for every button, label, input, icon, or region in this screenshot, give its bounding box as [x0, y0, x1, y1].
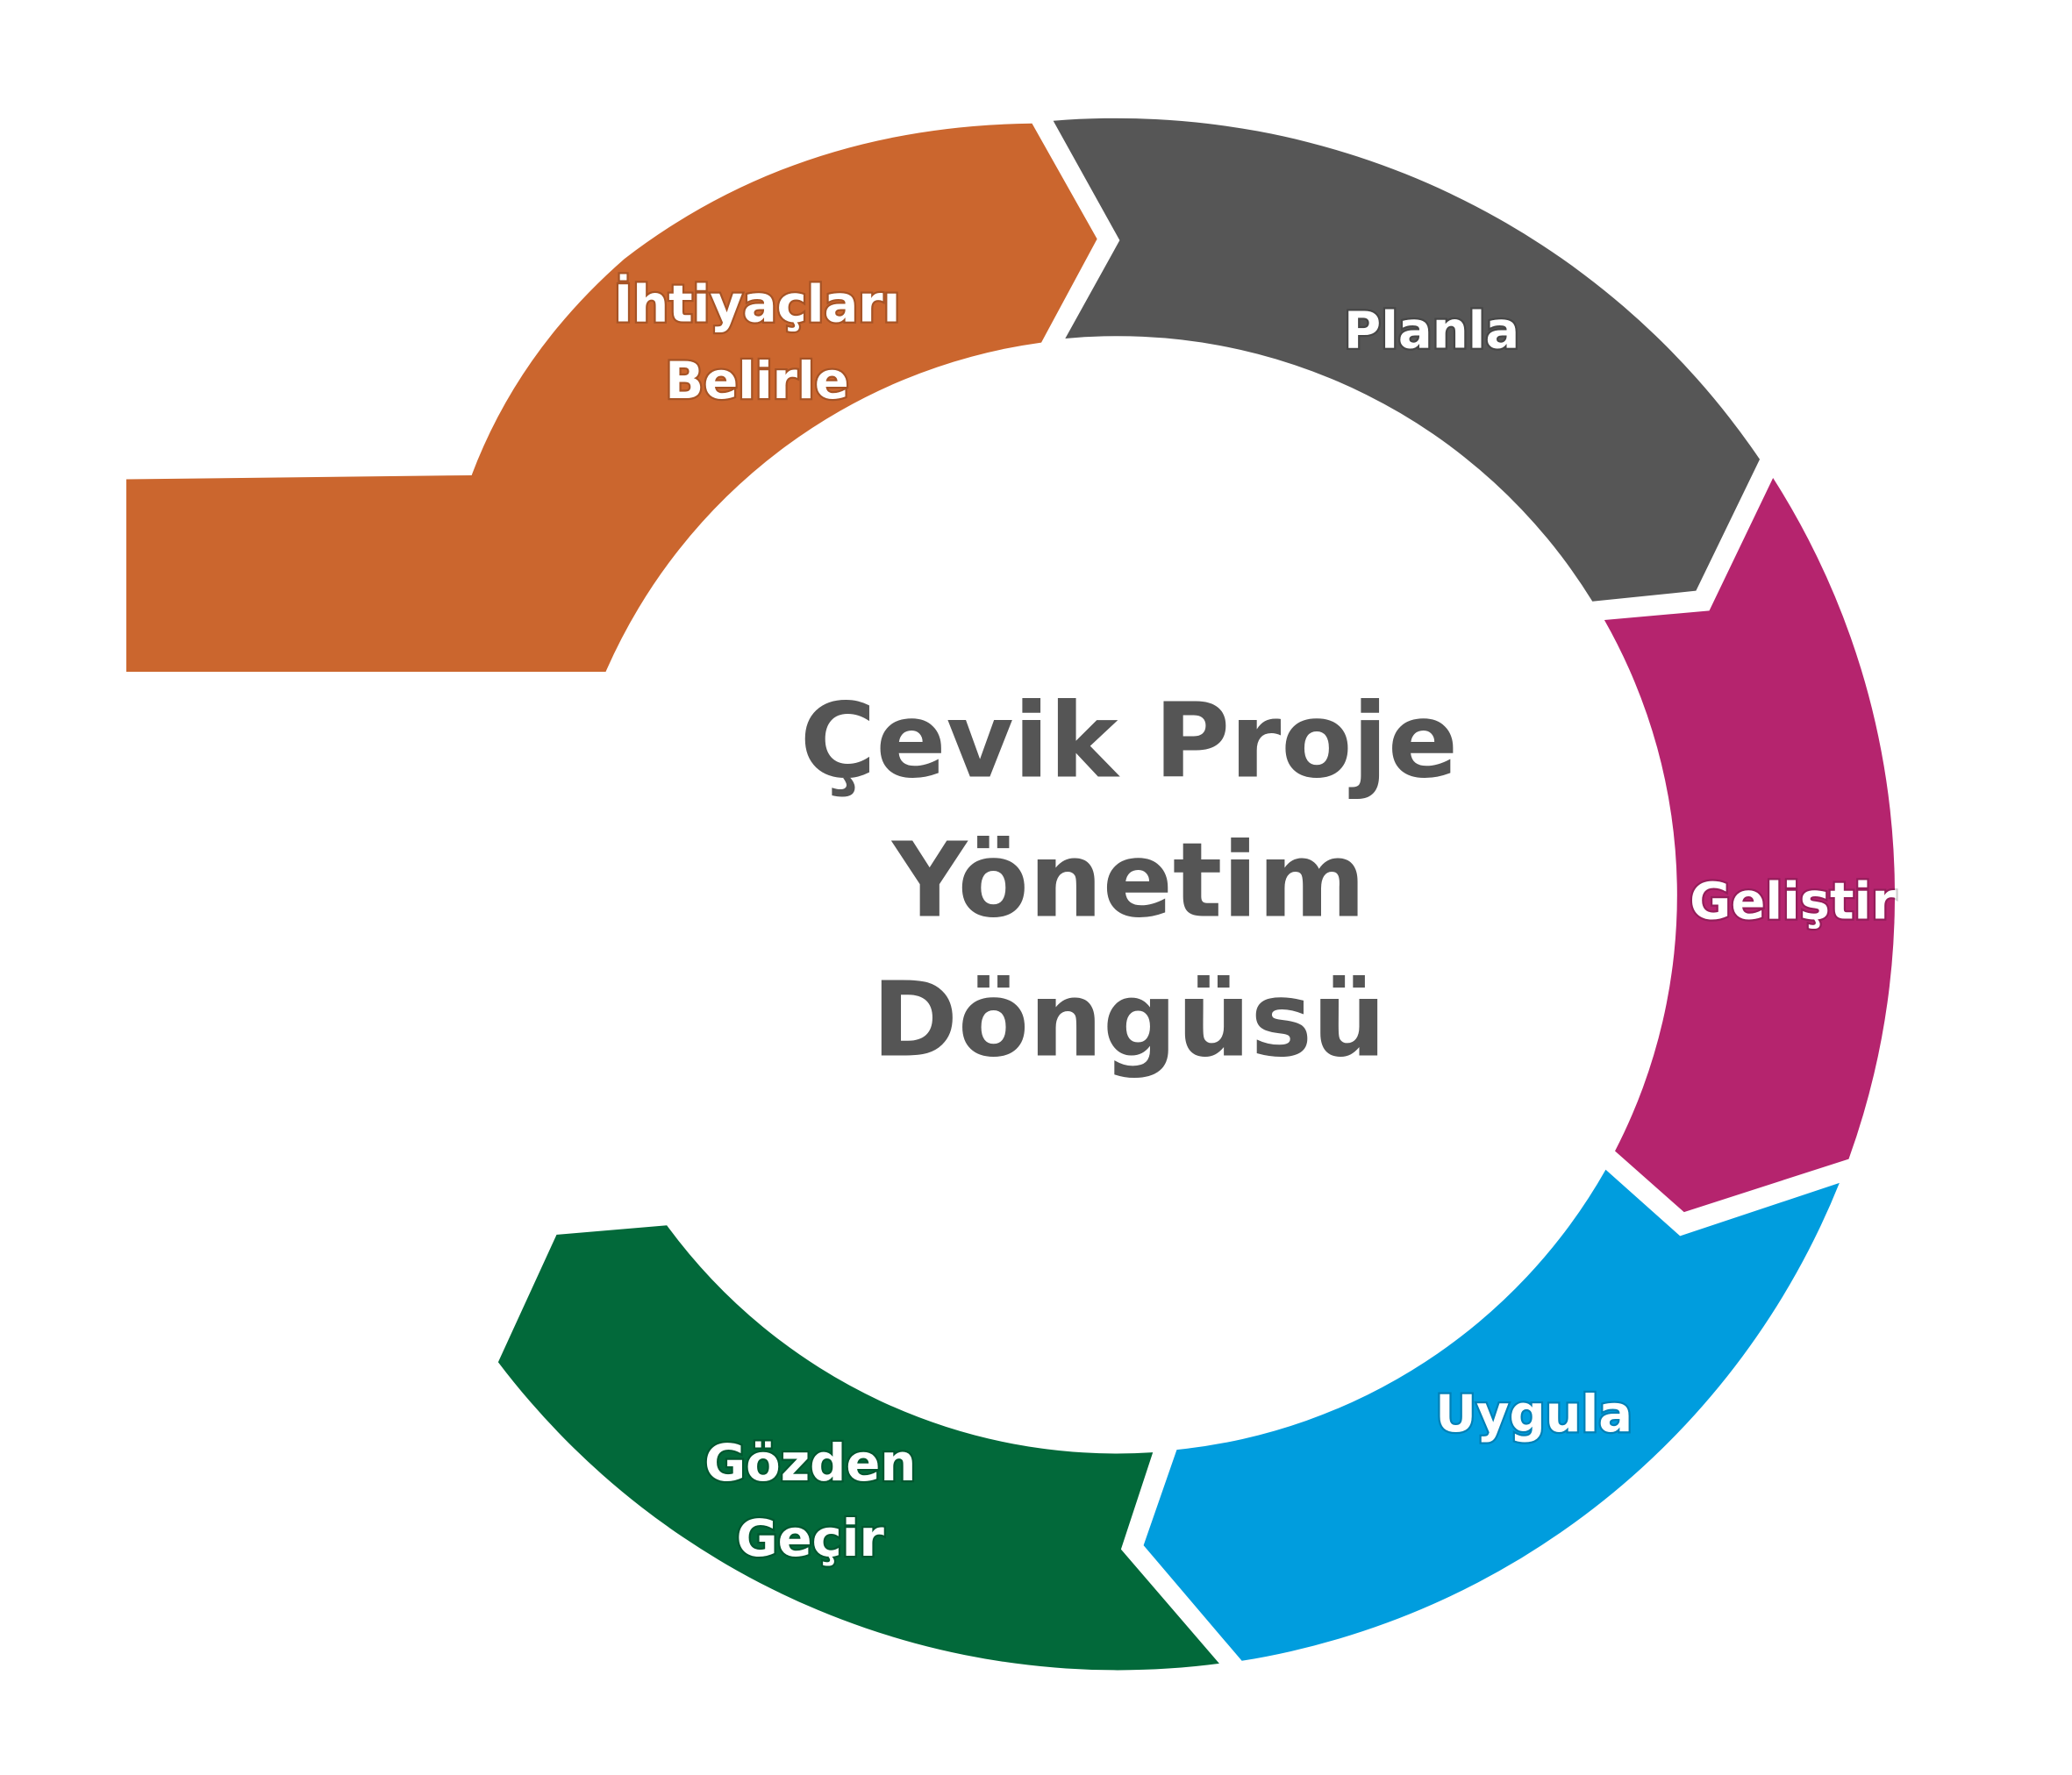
segment-gelistir — [1604, 477, 1896, 1213]
segment-gozden-gecir — [497, 1225, 1219, 1671]
segment-ihtiyaclari-belirle — [126, 123, 1097, 673]
center-title-line-2: Yönetim — [890, 820, 1366, 941]
label-ihtiyaclari: İhtiyaçları — [614, 274, 901, 333]
segment-planla — [1053, 118, 1761, 602]
label-uygula: Uygula — [1435, 1385, 1633, 1444]
center-title-line-3: Döngüsü — [872, 959, 1386, 1080]
label-gecir: Geçir — [736, 1509, 884, 1568]
label-gozden: Gözden — [704, 1434, 916, 1493]
segment-uygula — [1143, 1169, 1840, 1661]
center-title-line-1: Çevik Proje — [800, 681, 1458, 802]
label-gelistir: Geliştir — [1690, 873, 1897, 931]
label-planla: Planla — [1344, 302, 1519, 360]
label-belirle: Belirle — [665, 352, 848, 410]
